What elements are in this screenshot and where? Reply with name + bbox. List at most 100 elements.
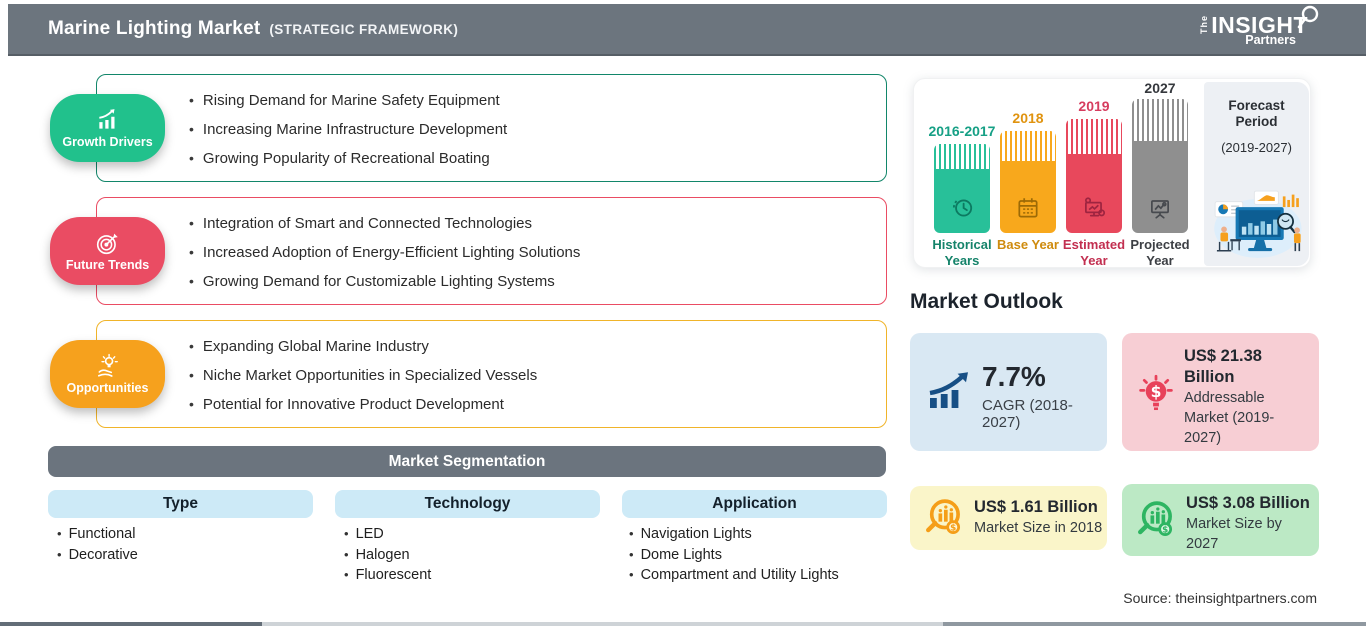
market-segmentation-header: Market Segmentation <box>48 446 886 477</box>
historical-years-bar <box>934 144 990 233</box>
timeline-panel: 2016-2017 2018 2019 2027 <box>913 78 1311 268</box>
bar-solid <box>934 169 990 233</box>
list-item: Dome Lights <box>629 545 839 566</box>
list-item: Expanding Global Marine Industry <box>189 332 537 361</box>
cagr-card: 7.7% CAGR (2018-2027) <box>910 333 1107 451</box>
year-label-base: 2018 <box>1012 110 1044 126</box>
badge-label: Future Trends <box>65 258 150 272</box>
badge-label: Growth Drivers <box>62 135 153 149</box>
growth-drivers-box: Rising Demand for Marine Safety Equipmen… <box>96 74 887 182</box>
addressable-market-value: US$ 21.38 Billion <box>1184 347 1262 386</box>
badge-label: Opportunities <box>66 381 149 395</box>
segmentation-column-technology: Technology <box>335 490 600 518</box>
list-item: Potential for Innovative Product Develop… <box>189 390 537 419</box>
forecast-period-range: (2019-2027) <box>1221 140 1292 155</box>
magnifier-icon <box>1297 5 1319 29</box>
market-size-2027-label: Market Size by 2027 <box>1186 516 1282 552</box>
list-item: Niche Market Opportunities in Specialize… <box>189 361 537 390</box>
bar-name-historical: Historical Years <box>932 237 992 268</box>
list-item: Increasing Marine Infrastructure Develop… <box>189 115 507 144</box>
year-label-estimated: 2019 <box>1078 98 1110 114</box>
history-clock-icon <box>952 199 973 217</box>
bar-name-projected: Projected Year <box>1130 237 1190 268</box>
monitor-gear-icon <box>1085 197 1106 217</box>
bar-stripes <box>1132 99 1188 141</box>
cagr-label: CAGR (2018-2027) <box>982 397 1073 431</box>
analytics-illustration <box>1214 190 1302 258</box>
svg-text:$: $ <box>1162 525 1168 535</box>
list-item: Functional <box>57 524 138 545</box>
estimated-year-bar <box>1066 119 1122 233</box>
bar-stripes <box>934 144 990 169</box>
magnifier-chart-icon-orange: $ <box>926 499 961 535</box>
list-item: Fluorescent <box>344 565 432 586</box>
cagr-value: 7.7% <box>982 361 1046 392</box>
list-item: Halogen <box>344 545 431 566</box>
bar-name-base: Base Year <box>997 237 1059 252</box>
calendar-icon <box>1018 198 1038 218</box>
logo-the-text: The <box>1199 14 1210 34</box>
header-titles: Marine Lighting Market (STRATEGIC FRAMEW… <box>8 18 458 40</box>
list-item: Integration of Smart and Connected Techn… <box>189 209 580 238</box>
technology-list: LED Halogen Fluorescent <box>344 524 432 586</box>
magnifier-chart-icon-green: $ <box>1138 501 1173 537</box>
list-item: Increased Adoption of Energy-Efficient L… <box>189 238 580 267</box>
header-bar: Marine Lighting Market (STRATEGIC FRAMEW… <box>8 4 1366 56</box>
addressable-market-label: Addressable Market (2019-2027) <box>1184 390 1275 446</box>
projection-screen-icon <box>1151 200 1169 219</box>
bar-solid <box>1000 161 1056 233</box>
bottom-divider-bar <box>0 622 1366 626</box>
hand-bulb-icon <box>97 353 118 377</box>
opportunities-box: Expanding Global Marine Industry Niche M… <box>96 320 887 428</box>
insight-partners-logo: The INSIGHT Partners <box>1199 5 1319 47</box>
segmentation-column-application: Application <box>622 490 887 518</box>
bar-chart-growth-icon <box>98 109 114 129</box>
market-size-2018-label: Market Size in 2018 <box>974 520 1103 536</box>
logo-partners-text: Partners <box>1245 33 1296 47</box>
projected-year-bar <box>1132 99 1188 233</box>
opportunities-list: Expanding Global Marine Industry Niche M… <box>189 332 537 419</box>
market-size-2027-value: US$ 3.08 Billion <box>1186 494 1310 512</box>
year-label-historical: 2016-2017 <box>928 123 996 139</box>
market-size-2018-card: $ US$ 1.61 Billion Market Size in 2018 <box>910 486 1107 550</box>
type-list: Functional Decorative <box>57 524 138 565</box>
divider-segment <box>943 622 1366 626</box>
list-item: Growing Demand for Customizable Lighting… <box>189 267 580 296</box>
divider-segment <box>262 622 943 626</box>
divider-segment <box>0 622 262 626</box>
list-item: Decorative <box>57 545 138 566</box>
forecast-period-panel: Forecast Period (2019-2027) <box>1204 82 1309 266</box>
source-attribution: Source: theinsightpartners.com <box>1123 590 1317 606</box>
application-list: Navigation Lights Dome Lights Compartmen… <box>629 524 839 586</box>
bar-name-estimated: Estimated Year <box>1062 237 1126 268</box>
opportunities-badge: Opportunities <box>50 340 165 408</box>
bar-solid <box>1132 141 1188 233</box>
market-size-2027-card: $ US$ 3.08 Billion Market Size by 2027 <box>1122 484 1319 556</box>
page-title: Marine Lighting Market <box>48 18 261 39</box>
target-dart-icon <box>96 233 118 255</box>
list-item: Rising Demand for Marine Safety Equipmen… <box>189 86 507 115</box>
future-trends-list: Integration of Smart and Connected Techn… <box>189 209 580 296</box>
logo-insight-text: INSIGHT <box>1211 12 1308 38</box>
base-year-bar <box>1000 131 1056 233</box>
future-trends-badge: Future Trends <box>50 217 165 285</box>
growth-arrow-bars-icon <box>929 372 968 408</box>
svg-text:$: $ <box>950 523 956 533</box>
future-trends-box: Integration of Smart and Connected Techn… <box>96 197 887 305</box>
svg-text:$: $ <box>1151 383 1162 401</box>
addressable-market-card: $ US$ 21.38 Billion Addressable Market (… <box>1122 333 1319 451</box>
growth-drivers-list: Rising Demand for Marine Safety Equipmen… <box>189 86 507 173</box>
bar-stripes <box>1000 131 1056 161</box>
bar-solid <box>1066 154 1122 233</box>
dollar-bulb-icon: $ <box>1139 374 1173 411</box>
growth-drivers-badge: Growth Drivers <box>50 94 165 162</box>
segmentation-column-type: Type <box>48 490 313 518</box>
list-item: Compartment and Utility Lights <box>629 565 839 586</box>
year-label-projected: 2027 <box>1144 80 1176 96</box>
list-item: Growing Popularity of Recreational Boati… <box>189 144 507 173</box>
page-subtitle: (STRATEGIC FRAMEWORK) <box>269 22 459 37</box>
market-size-2018-value: US$ 1.61 Billion <box>974 498 1098 516</box>
market-outlook-title: Market Outlook <box>910 290 1063 313</box>
bar-stripes <box>1066 119 1122 154</box>
